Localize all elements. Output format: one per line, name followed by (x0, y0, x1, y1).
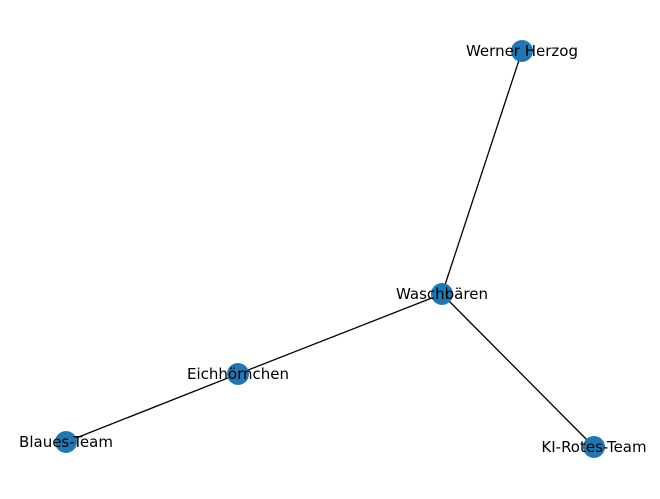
node-werner-herzog-marker (511, 40, 533, 62)
node-blaues-team: Blaues-Team (19, 431, 113, 453)
node-blaues-team-marker (55, 431, 77, 453)
node-eichhoernchen: Eichhörnchen (187, 363, 289, 385)
node-ki-rotes-team: KI-Rotes-Team (541, 436, 647, 458)
edge-layer (65, 50, 595, 448)
edge-wasch-werner (441, 50, 523, 295)
node-ki-rotes-team-label: KI-Rotes-Team (541, 438, 646, 456)
node-werner-herzog: Werner Herzog (466, 40, 578, 62)
edge-wasch-ki (441, 293, 595, 448)
edge-wasch-eich (237, 293, 443, 375)
node-layer: Werner Herzog Waschbären Eichhörnchen Bl… (19, 40, 647, 458)
edge-eich-blau (65, 373, 239, 443)
node-ki-rotes-team-marker (583, 436, 605, 458)
node-eichhoernchen-marker (227, 363, 249, 385)
node-blaues-team-label: Blaues-Team (19, 433, 113, 451)
node-waschbaeren: Waschbären (396, 283, 488, 305)
node-waschbaeren-label: Waschbären (396, 285, 488, 303)
node-werner-herzog-label: Werner Herzog (466, 42, 578, 60)
node-eichhoernchen-label: Eichhörnchen (187, 365, 289, 383)
node-waschbaeren-marker (431, 283, 453, 305)
